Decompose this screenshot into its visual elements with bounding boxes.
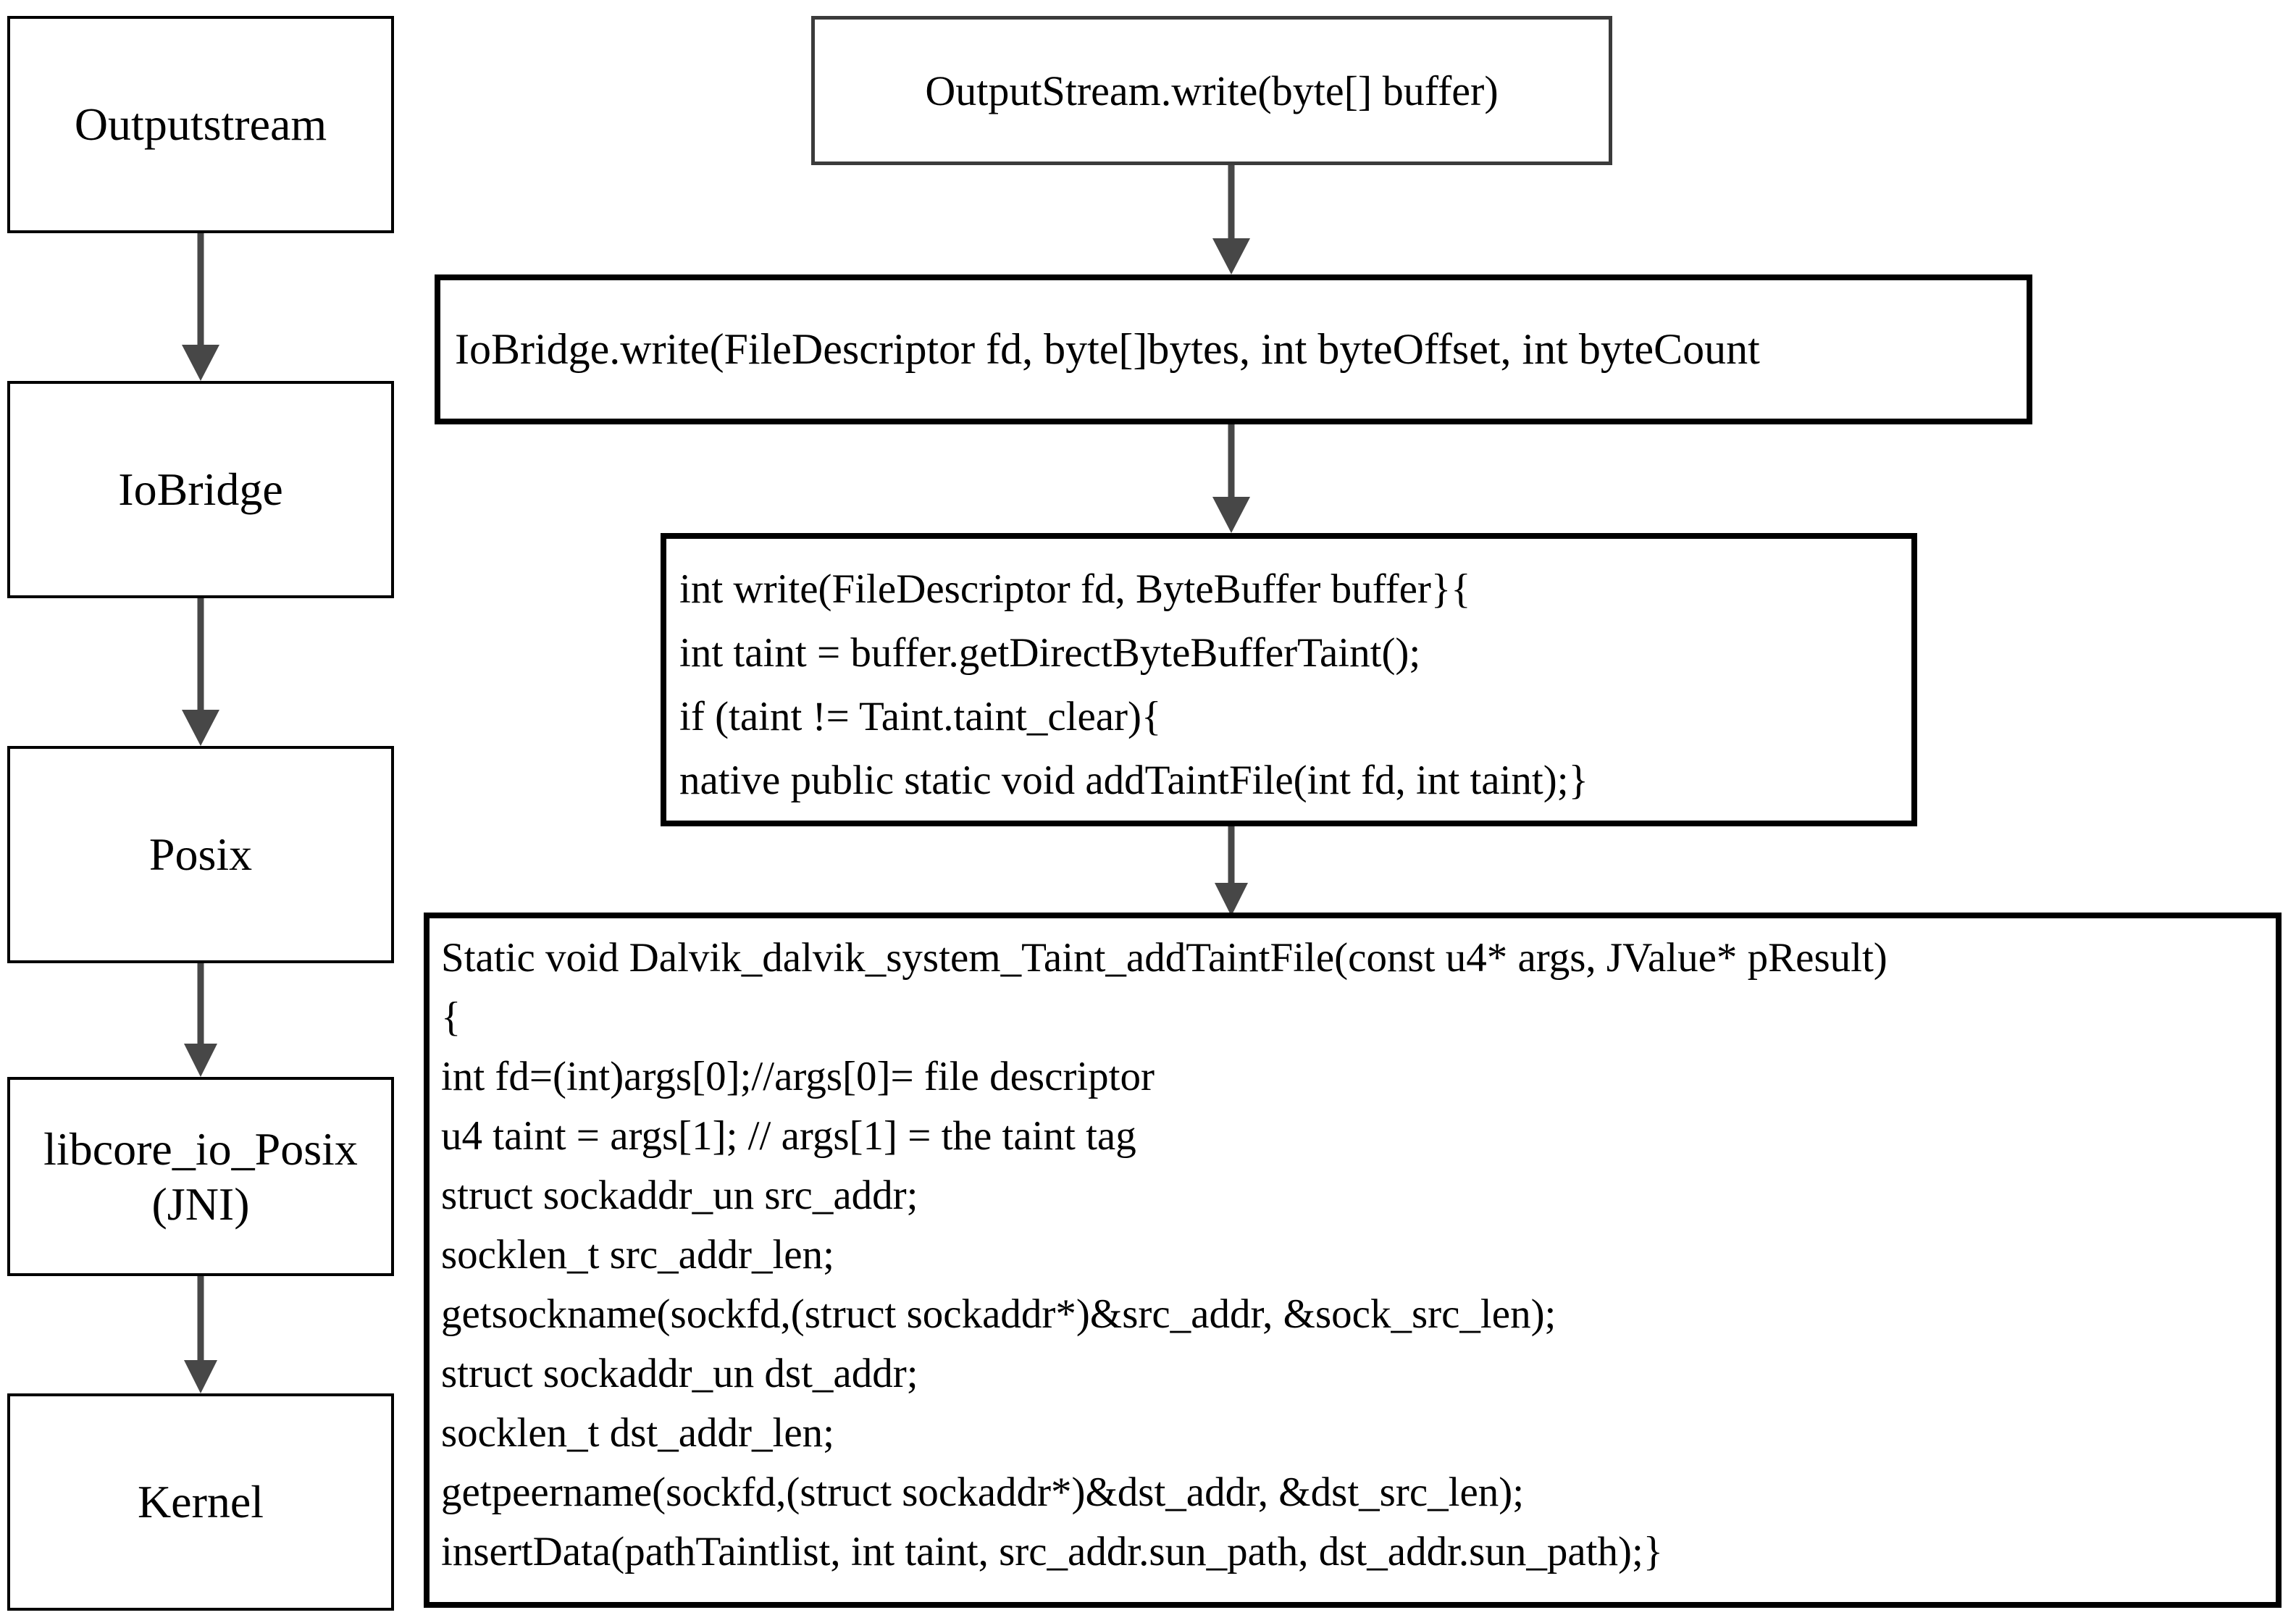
arrow-down-head-icon [1212,238,1250,274]
box-write-taint-code: int write(FileDescriptor fd, ByteBuffer … [661,533,1917,826]
arrow-iobridge-to-posix [180,598,221,746]
code-line: int taint = buffer.getDirectByteBufferTa… [679,630,1421,676]
arrow-down-head-icon [184,1044,217,1077]
box-libcore-io-posix-jni: libcore_io_Posix (JNI) [7,1077,394,1276]
arrow-call2-to-code1 [1211,424,1252,533]
box-label: Outputstream [74,98,327,151]
box-kernel: Kernel [7,1393,394,1611]
arrow-shaft [1228,165,1235,243]
box-dalvik-addtaintfile-code: Static void Dalvik_dalvik_system_Taint_a… [424,913,2282,1608]
arrow-shaft [1228,826,1235,887]
code-line: insertData(pathTaintlist, int taint, src… [441,1529,1664,1574]
arrow-down-head-icon [1215,883,1248,916]
code-line: u4 taint = args[1]; // args[1] = the tai… [441,1113,1136,1159]
arrow-call1-to-call2 [1211,165,1252,274]
arrow-outputstream-to-iobridge [180,233,221,381]
box-outputstream-write-call: OutputStream.write(byte[] buffer) [811,16,1612,165]
code-line: struct sockaddr_un src_addr; [441,1173,918,1218]
code-line: { [441,994,461,1040]
code-line: socklen_t src_addr_len; [441,1232,834,1278]
code-line: getpeername(sockfd,(struct sockaddr*)&ds… [441,1469,1525,1515]
code-line: native public static void addTaintFile(i… [679,758,1588,803]
box-label-line2: (JNI) [151,1178,250,1230]
arrow-code1-to-code2 [1211,826,1252,916]
box-label: Posix [148,829,253,881]
box-iobridge-write-call: IoBridge.write(FileDescriptor fd, byte[]… [435,274,2032,424]
arrow-down-head-icon [1212,497,1250,533]
box-label: IoBridge [118,464,283,516]
code-line: if (taint != Taint.taint_clear){ [679,694,1162,739]
code-line: getsockname(sockfd,(struct sockaddr*)&sr… [441,1291,1556,1337]
box-label: Kernel [137,1476,264,1528]
arrow-shaft [1228,424,1235,501]
code-line: Static void Dalvik_dalvik_system_Taint_a… [441,935,1888,981]
box-iobridge: IoBridge [7,381,394,598]
code-line: int write(FileDescriptor fd, ByteBuffer … [679,566,1471,612]
box-label: libcore_io_Posix [43,1123,358,1175]
code-line: socklen_t dst_addr_len; [441,1410,834,1456]
arrow-shaft [197,598,204,714]
call-text: OutputStream.write(byte[] buffer) [925,67,1499,114]
arrow-shaft [197,233,204,349]
call-text: IoBridge.write(FileDescriptor fd, byte[]… [455,325,1760,373]
arrow-shaft [197,1276,204,1364]
arrow-libcore-to-kernel [180,1276,221,1393]
code-line: struct sockaddr_un dst_addr; [441,1351,918,1396]
arrow-down-head-icon [182,345,219,381]
code-line: int fd=(int)args[0];//args[0]= file desc… [441,1054,1155,1099]
box-outputstream: Outputstream [7,16,394,233]
arrow-down-head-icon [182,710,219,746]
box-posix: Posix [7,746,394,963]
arrow-shaft [197,963,204,1048]
arrow-down-head-icon [184,1360,217,1393]
arrow-posix-to-libcore [180,963,221,1077]
